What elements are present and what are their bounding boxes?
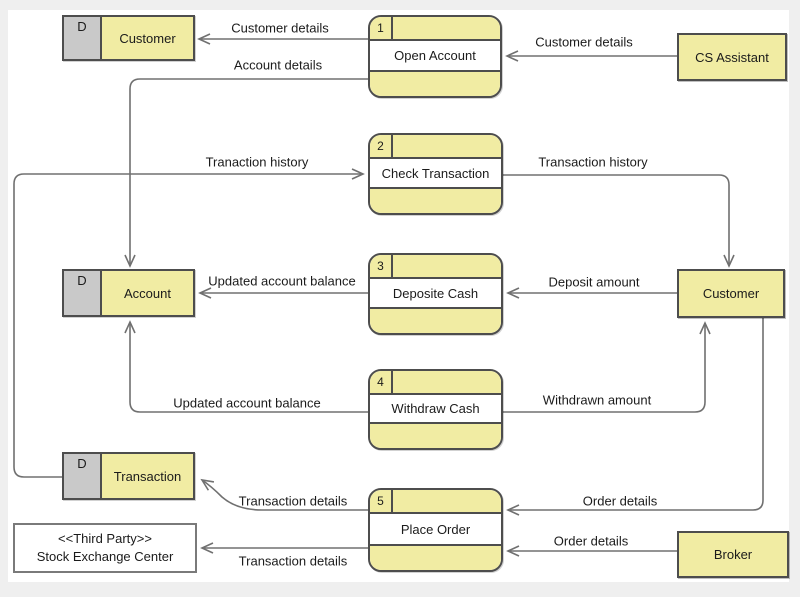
flow-account-details: [124, 78, 368, 268]
process-deposite-cash[interactable]: 3 Deposite Cash: [368, 253, 503, 335]
flow-transaction-details-store: [200, 478, 368, 511]
entity-cs-assistant[interactable]: CS Assistant: [677, 33, 787, 81]
process-name: Deposite Cash: [370, 279, 501, 309]
process-name: Check Transaction: [370, 159, 501, 189]
data-store-transaction[interactable]: D Transaction: [62, 452, 195, 500]
flow-label: Transaction history: [538, 154, 648, 170]
flow-label: Account details: [233, 57, 323, 73]
flow-label: Updated account balance: [208, 273, 356, 289]
process-place-order[interactable]: 5 Place Order: [368, 488, 503, 572]
flow-label: Order details: [582, 493, 658, 509]
process-number: 4: [370, 371, 393, 393]
process-number: 2: [370, 135, 393, 157]
process-withdraw-cash[interactable]: 4 Withdraw Cash: [368, 369, 503, 450]
data-store-tag: D: [64, 17, 102, 59]
flow-order-details-customer: [506, 318, 764, 516]
flow-label: Withdrawn amount: [542, 392, 652, 408]
process-name: Open Account: [370, 41, 500, 72]
flow-updated-balance-withdraw: [124, 320, 368, 413]
third-party-stereotype: <<Third Party>>: [58, 530, 152, 546]
process-name: Withdraw Cash: [370, 395, 501, 424]
process-name: Place Order: [370, 514, 501, 546]
data-store-tag: D: [64, 271, 102, 315]
process-number: 1: [370, 17, 393, 39]
flow-label: Transaction details: [238, 493, 348, 509]
entity-broker[interactable]: Broker: [677, 531, 789, 578]
flow-label: Customer details: [535, 34, 633, 50]
flow-label: Tranaction history: [205, 154, 309, 170]
data-store-name: Customer: [102, 17, 193, 59]
process-number: 3: [370, 255, 393, 277]
data-store-account[interactable]: D Account: [62, 269, 195, 317]
entity-stock-exchange-center[interactable]: <<Third Party>> Stock Exchange Center: [13, 523, 197, 573]
flow-label: Order details: [553, 533, 629, 549]
process-number: 5: [370, 490, 393, 512]
entity-customer[interactable]: Customer: [677, 269, 785, 318]
flow-transaction-history: [503, 174, 735, 268]
flow-label: Customer details: [231, 20, 329, 36]
data-store-name: Transaction: [102, 454, 193, 498]
data-store-customer[interactable]: D Customer: [62, 15, 195, 61]
process-open-account[interactable]: 1 Open Account: [368, 15, 502, 98]
data-store-tag: D: [64, 454, 102, 498]
data-store-name: Account: [102, 271, 193, 315]
flow-label: Updated account balance: [173, 395, 321, 411]
process-check-transaction[interactable]: 2 Check Transaction: [368, 133, 503, 215]
third-party-name: Stock Exchange Center: [36, 549, 174, 564]
flow-label: Transaction details: [238, 553, 348, 569]
flow-label: Deposit amount: [548, 274, 640, 290]
flow-tranaction-history: [13, 168, 365, 478]
flow-withdrawn-amount: [503, 321, 711, 413]
